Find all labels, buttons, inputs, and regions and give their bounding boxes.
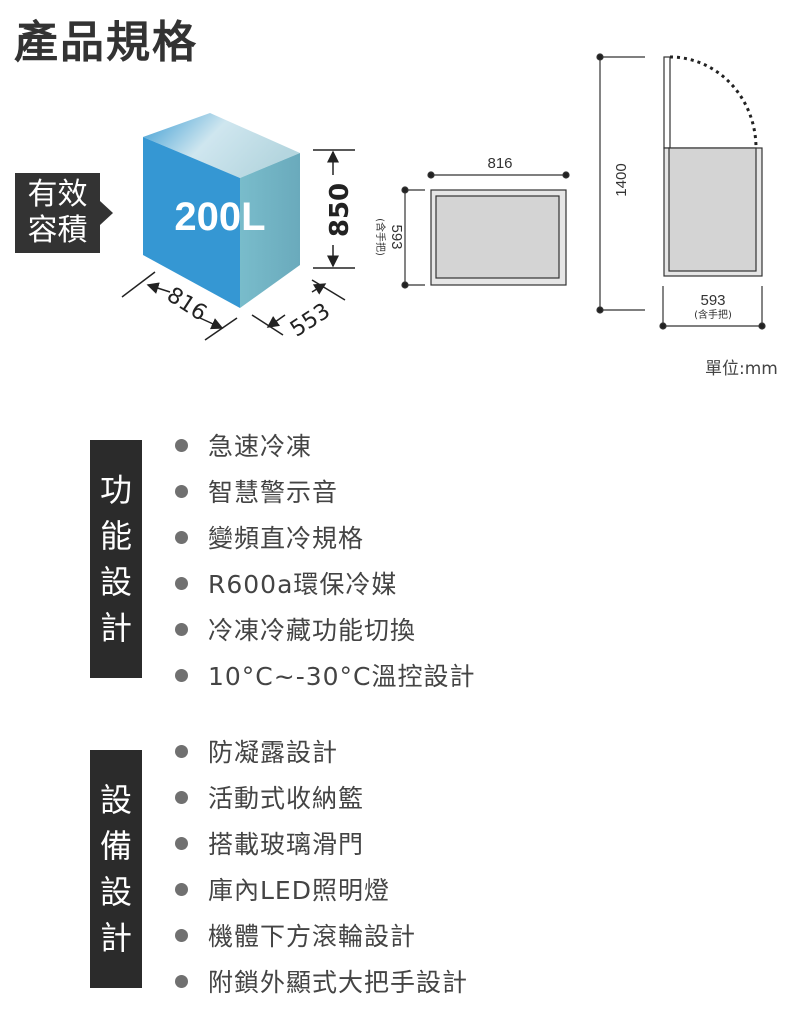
front-view (401, 171, 570, 289)
bullet-icon (175, 882, 188, 896)
list-item-text: 附鎖外顯式大把手設計 (208, 968, 469, 997)
bullet-icon (175, 744, 188, 758)
width-dimension (121, 271, 238, 341)
front-depth-note: (含手把) (374, 218, 387, 256)
bullet-icon (175, 974, 188, 988)
equipment-label-char: 設 (99, 781, 132, 819)
bullet-icon (175, 530, 188, 544)
features-label-char: 能 (99, 517, 132, 555)
bullet-icon (175, 484, 188, 498)
dimension-diagrams: 200L 850 816 553 816 593 (含手把) (121, 53, 766, 343)
cube-top-face (143, 113, 300, 178)
features-label: 功 能 設 計 (90, 440, 142, 678)
list-item: 庫內LED照明燈 (175, 866, 468, 912)
list-item-text: 搭載玻璃滑門 (208, 830, 365, 859)
list-item-text: 冷凍冷藏功能切換 (208, 616, 417, 645)
bullet-icon (175, 790, 188, 804)
list-item-text: R600a環保冷媒 (208, 570, 398, 599)
list-item-text: 庫內LED照明燈 (208, 876, 390, 905)
list-item-text: 智慧警示音 (208, 478, 339, 507)
capacity-cube: 200L (143, 113, 300, 308)
cube-front-face (143, 137, 240, 308)
bullet-icon (175, 668, 188, 682)
equipment-label-char: 備 (99, 827, 132, 865)
depth-label: 553 (286, 299, 335, 343)
list-item-text: 機體下方滾輪設計 (208, 922, 417, 951)
bullet-icon (175, 836, 188, 850)
list-item: 冷凍冷藏功能切換 (175, 606, 476, 652)
front-depth-label: 593 (388, 224, 405, 249)
list-item: 機體下方滾輪設計 (175, 912, 468, 958)
unit-label: 單位:mm (705, 359, 778, 379)
features-label-char: 功 (99, 471, 132, 509)
bullet-icon (175, 438, 188, 452)
features-label-char: 計 (99, 609, 132, 647)
list-item-text: 活動式收納籃 (208, 784, 365, 813)
list-item: 搭載玻璃滑門 (175, 820, 468, 866)
capacity-value: 200L (174, 195, 265, 239)
list-item: 智慧警示音 (175, 468, 476, 514)
bullet-icon (175, 622, 188, 636)
list-item: 防凝露設計 (175, 728, 468, 774)
list-item: 急速冷凍 (175, 422, 476, 468)
open-height-label: 1400 (613, 163, 630, 196)
bullet-icon (175, 576, 188, 590)
list-item: 附鎖外顯式大把手設計 (175, 958, 468, 1004)
equipment-label-char: 設 (99, 873, 132, 911)
equipment-label: 設 備 設 計 (90, 750, 142, 988)
list-item: 10°C~-30°C溫控設計 (175, 652, 476, 698)
capacity-label: 有效 容積 (15, 173, 113, 253)
front-width-label: 816 (487, 155, 512, 172)
features-list: 急速冷凍 智慧警示音 變頻直冷規格 R600a環保冷媒 冷凍冷藏功能切換 10°… (175, 422, 476, 698)
list-item: 活動式收納籃 (175, 774, 468, 820)
capacity-label-line1: 有效 (27, 177, 88, 212)
list-item-text: 急速冷凍 (208, 432, 313, 461)
list-item: R600a環保冷媒 (175, 560, 476, 606)
list-item: 變頻直冷規格 (175, 514, 476, 560)
features-label-char: 設 (99, 563, 132, 601)
page-title: 產品規格 (14, 17, 198, 68)
equipment-list: 防凝露設計 活動式收納籃 搭載玻璃滑門 庫內LED照明燈 機體下方滾輪設計 附鎖… (175, 728, 468, 1004)
height-label: 850 (325, 183, 355, 237)
side-view (596, 53, 766, 330)
equipment-label-char: 計 (99, 919, 132, 957)
depth-dimension (251, 279, 346, 336)
list-item-text: 變頻直冷規格 (208, 524, 365, 553)
list-item-text: 10°C~-30°C溫控設計 (208, 662, 476, 691)
list-item-text: 防凝露設計 (208, 738, 339, 767)
cube-side-face (240, 153, 300, 308)
side-depth-label: 593 (700, 292, 725, 309)
capacity-label-line2: 容積 (27, 213, 88, 248)
side-depth-note: (含手把) (694, 308, 732, 321)
height-dimension (313, 149, 355, 269)
bullet-icon (175, 928, 188, 942)
